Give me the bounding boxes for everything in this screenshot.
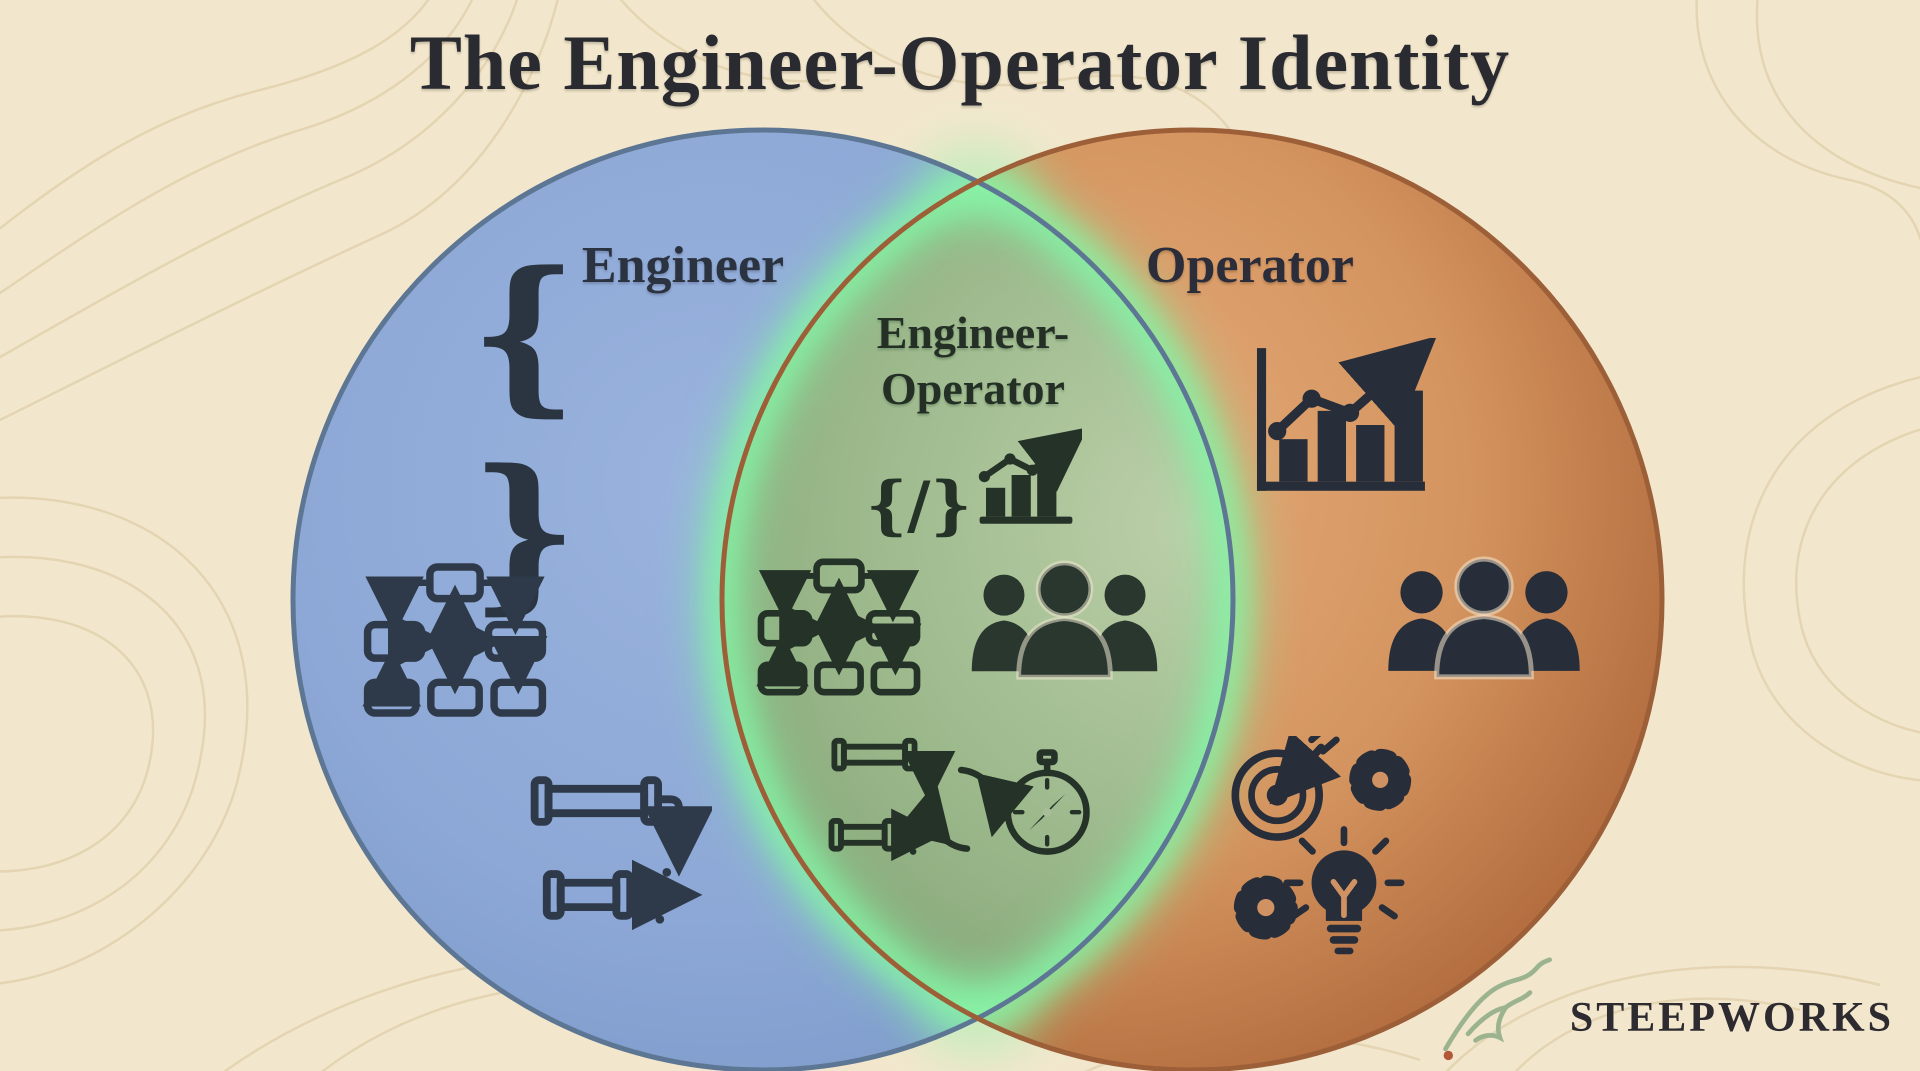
mountain-trail-icon bbox=[1443, 957, 1552, 1061]
team-icon bbox=[1378, 552, 1590, 688]
brand-lockup: STEEPWORKS bbox=[1438, 955, 1894, 1061]
curly-braces-icon: { } bbox=[470, 234, 585, 630]
operator-label: Operator bbox=[1146, 237, 1354, 294]
code-glyph: {/} bbox=[866, 468, 972, 544]
code-chart-icon: {/} bbox=[866, 412, 1082, 544]
overlap-lens bbox=[722, 130, 1233, 1070]
flowchart-icon bbox=[756, 548, 922, 706]
brand-name: STEEPWORKS bbox=[1569, 995, 1894, 1041]
overlap-label-line1: Engineer- bbox=[876, 307, 1070, 358]
engineer-label: Engineer bbox=[581, 237, 785, 294]
overlap-label: Engineer- Operator bbox=[763, 305, 1183, 417]
mini-bar-chart-icon bbox=[978, 427, 1082, 524]
pipeline-cycle-compass-icon bbox=[828, 735, 1106, 888]
page-title: The Engineer-Operator Identity bbox=[409, 19, 1511, 106]
overlap-label-line2: Operator bbox=[881, 363, 1065, 414]
flowchart-icon bbox=[362, 545, 548, 735]
team-icon bbox=[962, 556, 1167, 688]
strategy-cluster-icon bbox=[1226, 736, 1420, 960]
bar-chart-trend-icon bbox=[1247, 338, 1443, 510]
pipeline-flow-icon bbox=[512, 762, 712, 947]
target-arrow-icon bbox=[1231, 736, 1342, 841]
gear-icon bbox=[1349, 748, 1412, 811]
lightbulb-icon bbox=[1283, 826, 1405, 955]
gear-icon bbox=[1233, 875, 1298, 940]
